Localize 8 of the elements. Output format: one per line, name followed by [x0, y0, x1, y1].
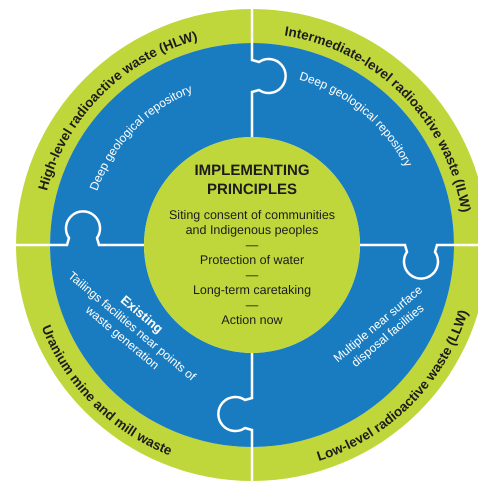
principle-text: — — [246, 298, 258, 313]
principle-text: Protection of water — [200, 252, 304, 268]
principle-text: — — [246, 238, 258, 253]
principle-text: — — [246, 268, 258, 283]
principle-text: Action now — [221, 312, 283, 328]
principle-text: Long-term caretaking — [192, 282, 312, 298]
center-title: IMPLEMENTING PRINCIPLES — [194, 162, 310, 200]
principle-text: Siting consent of communities and Indigenous peoples — [168, 208, 336, 238]
